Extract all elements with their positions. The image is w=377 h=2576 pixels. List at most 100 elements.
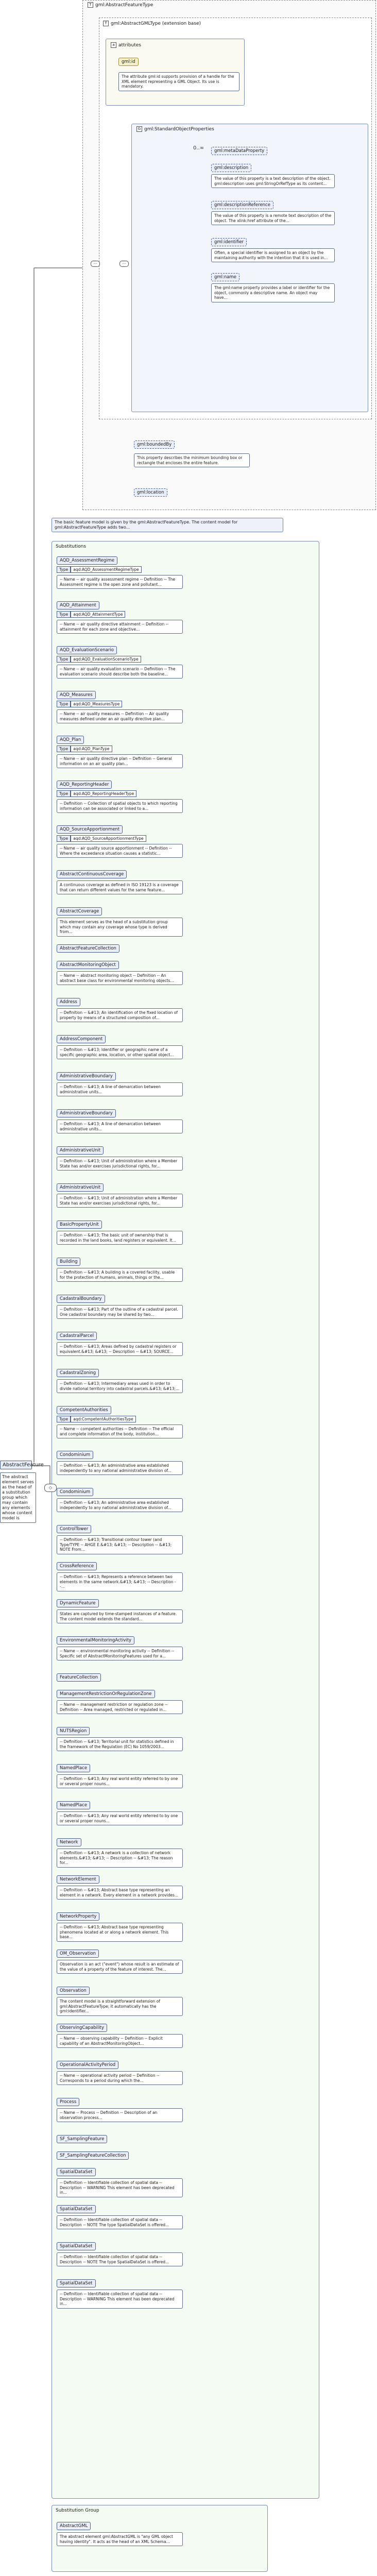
substitution-element-name[interactable]: Condominium xyxy=(57,1488,94,1496)
substitution-element-name[interactable]: ControlTower xyxy=(57,1525,92,1533)
substitution-element-name[interactable]: AQD_Attainment xyxy=(57,601,99,609)
substitution-doc: -- Definition -- &#13; Intermediary area… xyxy=(57,1379,183,1393)
substitution-group-doc: The abstract element gml:AbstractGML is … xyxy=(57,2532,183,2546)
substitution-element-name[interactable]: OperationalActivityPeriod xyxy=(57,2061,119,2069)
substitution-element-name[interactable]: Process xyxy=(57,2098,80,2106)
substitution-element-name[interactable]: AQD_Plan xyxy=(57,736,84,744)
substitution-element-name[interactable]: AbstractFeatureCollection xyxy=(57,944,119,953)
substitution-item: AbstractFeatureCollection xyxy=(57,942,211,953)
substitution-doc: -- Name -- management restriction or reg… xyxy=(57,1700,183,1714)
substitution-element-name[interactable]: AdministrativeBoundary xyxy=(57,1072,116,1080)
substitution-item: Process-- Name -- Process -- Definition … xyxy=(57,2095,211,2122)
substitution-element-name[interactable]: SpatialDataSet xyxy=(57,2168,96,2176)
substitution-element-name[interactable]: Building xyxy=(57,1258,81,1266)
std-prop-element[interactable]: gml:identifier xyxy=(211,238,247,246)
attribute-gml-id[interactable]: gml:id xyxy=(118,58,139,66)
substitution-type-name: aqd:AQD_PlanType xyxy=(71,745,112,752)
attributes-icon: a xyxy=(111,42,116,48)
substitution-element-name[interactable]: AddressComponent xyxy=(57,1035,106,1043)
substitution-item: Condominium-- Definition -- &#13; An adm… xyxy=(57,1448,211,1475)
substitution-element-name[interactable]: AQD_EvaluationScenario xyxy=(57,646,117,654)
substitution-element-name[interactable]: ManagementRestrictionOrRegulationZone xyxy=(57,1690,155,1698)
substitution-item: AdministrativeBoundary-- Definition -- &… xyxy=(57,1107,211,1133)
std-prop-element[interactable]: gml:description xyxy=(211,164,252,172)
substitution-item: NetworkElement-- Definition -- &#13; Abs… xyxy=(57,1873,211,1900)
substitution-element-name[interactable]: CompetentAuthorities xyxy=(57,1406,111,1414)
substitution-group-name[interactable]: AbstractGML xyxy=(57,2522,91,2530)
substitution-doc: -- Name -- air quality measures -- Defin… xyxy=(57,709,183,723)
substitution-element-name[interactable]: NetworkElement xyxy=(57,1875,99,1884)
substitution-element-name[interactable]: AbstractCoverage xyxy=(57,907,102,916)
substitution-doc: -- Definition -- &#13; An identification… xyxy=(57,1008,183,1022)
substitution-doc: -- Definition -- &#13; Represents a refe… xyxy=(57,1572,183,1591)
substitution-element-name[interactable]: EnvironmentalMonitoringActivity xyxy=(57,1636,135,1645)
bounded-by-element[interactable]: gml:boundedBy xyxy=(134,440,175,449)
choice-icon: ◇ xyxy=(44,1484,57,1492)
substitution-element-name[interactable]: AdministrativeBoundary xyxy=(57,1109,116,1117)
substitution-item: BasicPropertyUnit -- Definition -- &#13; … xyxy=(57,1218,211,1245)
substitution-doc: -- Definition -- &#13; A building is a c… xyxy=(57,1268,183,1282)
substitution-element-name[interactable]: DynamicFeature xyxy=(57,1599,99,1607)
substitution-item: NUTSRegion-- Definition -- &#13; Territo… xyxy=(57,1724,211,1751)
substitution-element-name[interactable]: AdministrativeUnit xyxy=(57,1183,104,1192)
type-icon: T xyxy=(88,2,93,8)
std-prop-element[interactable]: gml:name xyxy=(211,273,240,281)
std-prop-element[interactable]: gml:metaDataProperty xyxy=(211,147,268,155)
location-element[interactable]: gml:location xyxy=(134,488,167,497)
substitution-element-name[interactable]: SpatialDataSet xyxy=(57,2279,96,2287)
substitution-element-name[interactable]: AQD_AssessmentRegime xyxy=(57,556,118,565)
substitution-element-name[interactable]: NUTSRegion xyxy=(57,1727,90,1735)
substitution-element-name[interactable]: AbstractMonitoringObject xyxy=(57,961,119,969)
std-prop-element[interactable]: gml:descriptionReference xyxy=(211,201,273,209)
sequence-icon: ··· xyxy=(119,261,129,267)
substitution-doc: -- Definition -- &#13; The basic unit of… xyxy=(57,1231,183,1245)
substitution-element-name[interactable]: Observation xyxy=(57,1987,90,1995)
substitution-element-name[interactable]: ObservingCapability xyxy=(57,2024,108,2032)
substitution-group-card: AbstractGML The abstract element gml:Abs… xyxy=(57,2519,211,2546)
substitution-doc: -- Definition -- Identifiable collection… xyxy=(57,2290,183,2309)
substitution-element-name[interactable]: BasicPropertyUnit xyxy=(57,1221,102,1229)
substitution-element-name[interactable]: NetworkProperty xyxy=(57,1912,100,1921)
substitution-element-name[interactable]: AQD_Measures xyxy=(57,691,96,699)
substitution-element-name[interactable]: OM_Observation xyxy=(57,1950,99,1958)
substitution-element-name[interactable]: AbstractContinuousCoverage xyxy=(57,870,127,878)
substitution-element-name[interactable]: SF_SamplingFeatureCollection xyxy=(57,2151,129,2160)
substitution-element-name[interactable]: CadastralParcel xyxy=(57,1332,97,1340)
substitution-doc: -- Definition -- &#13; Unit of administr… xyxy=(57,1194,183,1208)
substitution-element-name[interactable]: NamedPlace xyxy=(57,1764,91,1772)
substitution-element-name[interactable]: FeatureCollection xyxy=(57,1673,101,1682)
substitution-item: SF_SamplingFeatureCollection xyxy=(57,2149,211,2160)
substitution-doc: -- Definition -- &#13; Unit of administr… xyxy=(57,1157,183,1171)
substitution-element-name[interactable]: NamedPlace xyxy=(57,1801,91,1809)
substitution-element-name[interactable]: CadastralZoning xyxy=(57,1369,99,1377)
root-element-label[interactable]: AbstractFeature xyxy=(0,1461,44,1469)
substitution-element-name[interactable]: Network xyxy=(57,1838,81,1846)
feature-type-title: T gml:AbstractFeatureType xyxy=(88,2,153,8)
substitution-doc: This element serves as the head of a sub… xyxy=(57,918,183,937)
substitution-element-name[interactable]: SF_SamplingFeature xyxy=(57,2135,108,2143)
substitution-element-name[interactable]: Address xyxy=(57,998,80,1006)
substitution-element-name[interactable]: AQD_ReportingHeader xyxy=(57,781,112,789)
substitution-element-name[interactable]: SpatialDataSet xyxy=(57,2205,96,2213)
substitution-element-name[interactable]: SpatialDataSet xyxy=(57,2242,96,2250)
substitution-doc: -- Name -- air quality directive attainm… xyxy=(57,620,183,634)
substitution-doc: -- Definition -- &#13; A line of demarca… xyxy=(57,1082,183,1096)
substitution-element-name[interactable]: AdministrativeUnit xyxy=(57,1146,104,1155)
substitutions-frame xyxy=(52,541,319,2499)
substitution-element-name[interactable]: CadastralBoundary xyxy=(57,1295,105,1303)
substitution-element-name[interactable]: Condominium xyxy=(57,1451,94,1459)
substitution-element-name[interactable]: CrossReference xyxy=(57,1562,97,1570)
substitution-item: SpatialDataSet-- Definition -- Identifia… xyxy=(57,2165,211,2197)
substitution-type-name: aqd:AQD_ReportingHeaderType xyxy=(71,790,137,797)
substitution-doc: -- Definition -- &#13; A network is a co… xyxy=(57,1849,183,1868)
substitution-element-name[interactable]: AQD_SourceApportionment xyxy=(57,825,123,834)
